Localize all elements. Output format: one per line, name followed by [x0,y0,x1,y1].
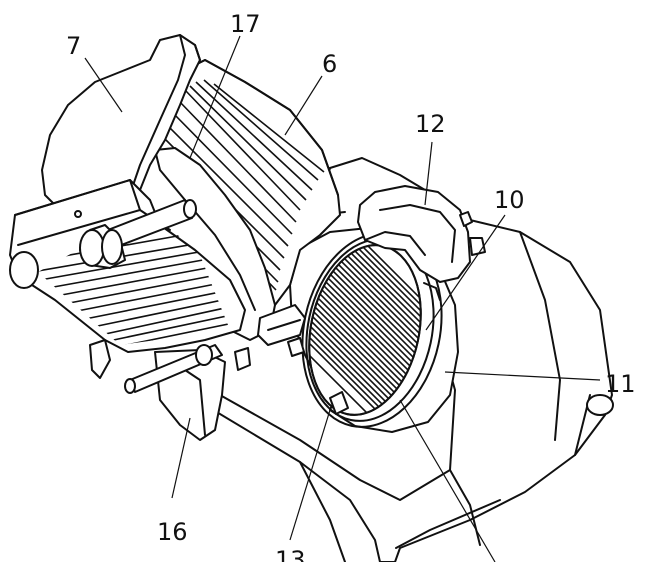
leader-lines [84,35,601,563]
carriage-tray [9,179,246,379]
tray-end-cap [9,251,39,289]
label-16: 16 [157,518,188,546]
label-13: 13 [275,546,306,562]
label-12: 12 [415,110,446,138]
label-7: 7 [66,32,81,60]
label-17: 17 [230,10,261,38]
foot [586,394,614,416]
carriage-arm [124,304,349,441]
callout-labels: 7 17 6 12 10 11 16 13 [66,10,636,567]
label-11: 11 [605,370,636,398]
sharpener [357,185,486,301]
pusher-rod [79,199,197,269]
label-6: 6 [322,50,337,78]
label-10: 10 [494,186,525,214]
